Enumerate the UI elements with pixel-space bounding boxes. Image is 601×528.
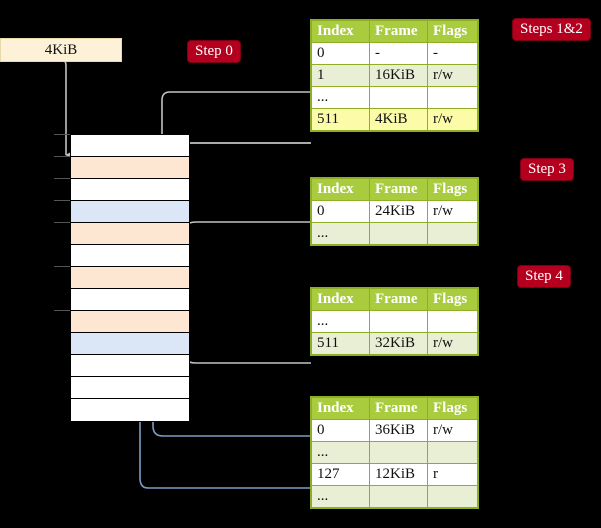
table-row: ...: [311, 441, 478, 464]
table-cell-frame: [369, 86, 428, 109]
table-row: ...: [311, 485, 478, 508]
table-cell-flags: [427, 441, 478, 464]
step-badge-step-3: Step 3: [521, 159, 573, 180]
column-header-flags: Flags: [427, 397, 478, 420]
memory-tick: [54, 310, 70, 311]
table-cell-flags: [427, 86, 478, 109]
table-cell-index: 511: [311, 108, 370, 131]
column-header-frame: Frame: [369, 178, 428, 201]
table-row: ...: [311, 86, 478, 109]
memory-tick: [54, 178, 70, 179]
memory-frame-row: [71, 311, 189, 333]
table-cell-flags: [427, 310, 478, 333]
memory-frame-row: [71, 245, 189, 267]
memory-tick: [54, 156, 70, 157]
column-header-flags: Flags: [427, 288, 478, 311]
table-row: ...: [311, 222, 478, 245]
table-cell-index: ...: [311, 441, 370, 464]
table-cell-index: ...: [311, 310, 370, 333]
table-cell-flags: r/w: [427, 108, 478, 131]
table-cell-flags: r: [427, 463, 478, 486]
table-cell-flags: r/w: [427, 200, 478, 223]
memory-tick: [54, 266, 70, 267]
table-cell-index: ...: [311, 485, 370, 508]
table-cell-index: 127: [311, 463, 370, 486]
table-cell-flags: r/w: [427, 419, 478, 442]
table-cell-frame: 4KiB: [369, 108, 428, 131]
page-box: 4KiB: [0, 38, 122, 62]
table-row: 0--: [311, 42, 478, 65]
wire-pdpt-to-mem: [181, 221, 311, 266]
memory-tick: [54, 134, 70, 135]
table-cell-frame: [369, 222, 428, 245]
memory-frame-row: [71, 223, 189, 245]
memory-column: [70, 134, 190, 422]
wire-pd-to-mem: [175, 308, 311, 364]
table-cell-index: ...: [311, 222, 370, 245]
memory-frame-row: [71, 289, 189, 311]
table-cell-index: 511: [311, 332, 370, 355]
table-cell-frame: 16KiB: [369, 64, 428, 87]
table-cell-frame: [369, 485, 428, 508]
memory-frame-row: [71, 355, 189, 377]
table-cell-flags: r/w: [427, 332, 478, 355]
table-cell-frame: [369, 310, 428, 333]
memory-tick: [54, 200, 70, 201]
memory-frame-row: [71, 179, 189, 201]
table-cell-flags: [427, 222, 478, 245]
table-cell-flags: -: [427, 42, 478, 65]
table-cell-frame: 24KiB: [369, 200, 428, 223]
table-row: ...: [311, 310, 478, 333]
memory-frame-row: [71, 333, 189, 355]
table-cell-index: 0: [311, 42, 370, 65]
memory-frame-row: [71, 135, 189, 157]
table-cell-frame: 12KiB: [369, 463, 428, 486]
wire-page-to-mem1: [61, 59, 73, 159]
step-badge-step-4: Step 4: [518, 266, 570, 287]
table-cell-index: 1: [311, 64, 370, 87]
column-header-flags: Flags: [427, 20, 478, 43]
table-cell-frame: -: [369, 42, 428, 65]
page-box-label: 4KiB: [44, 42, 78, 58]
table-cell-flags: [427, 485, 478, 508]
table-cell-index: 0: [311, 200, 370, 223]
table-cell-frame: [369, 441, 428, 464]
memory-frame-row: [71, 399, 189, 421]
table-cell-index: ...: [311, 86, 370, 109]
wire-pml4-511-to-mem1: [175, 142, 311, 165]
column-header-flags: Flags: [427, 178, 478, 201]
memory-frame-row: [71, 157, 189, 179]
column-header-frame: Frame: [369, 288, 428, 311]
column-header-index: Index: [311, 178, 370, 201]
memory-tick: [54, 222, 70, 223]
column-header-index: Index: [311, 20, 370, 43]
memory-frame-row: [71, 201, 189, 223]
step-badge-steps-1-2: Steps 1&2: [513, 19, 590, 40]
column-header-frame: Frame: [369, 397, 428, 420]
table-cell-frame: 32KiB: [369, 332, 428, 355]
column-header-index: Index: [311, 288, 370, 311]
step-badge-step-0: Step 0: [188, 41, 240, 62]
table-cell-flags: r/w: [427, 64, 478, 87]
table-cell-index: 0: [311, 419, 370, 442]
table-cell-frame: 36KiB: [369, 419, 428, 442]
column-header-frame: Frame: [369, 20, 428, 43]
column-header-index: Index: [311, 397, 370, 420]
memory-frame-row: [71, 377, 189, 399]
memory-frame-row: [71, 267, 189, 289]
